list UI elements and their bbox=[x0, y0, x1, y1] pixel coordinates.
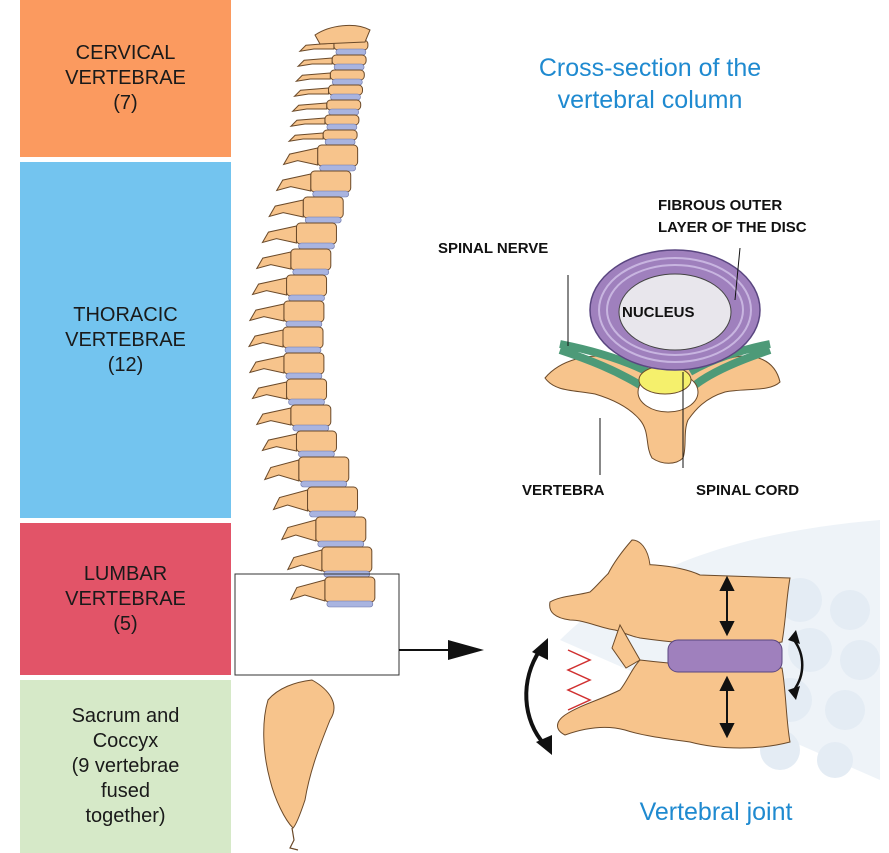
rotation-arrow-right bbox=[794, 640, 802, 690]
joint-disc bbox=[668, 640, 782, 672]
upper-vertebra bbox=[550, 565, 790, 646]
vertebral-joint-title: Vertebral joint bbox=[640, 796, 793, 828]
ligament-zigzag bbox=[568, 650, 590, 710]
rotation-arrow-left bbox=[526, 650, 545, 745]
lower-vertebra bbox=[558, 660, 791, 748]
